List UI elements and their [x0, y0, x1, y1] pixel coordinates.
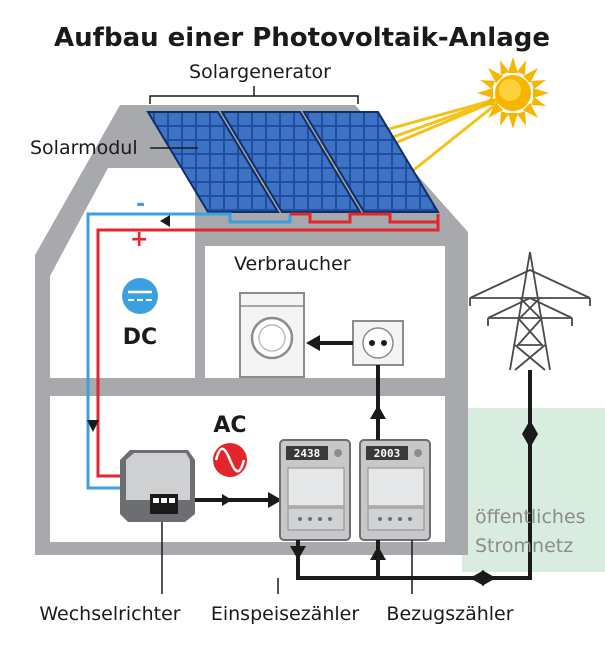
- bezugszaehler-label: Bezugszähler: [386, 603, 513, 625]
- dc-plus-sign: +: [130, 227, 148, 252]
- bezug-meter-reading: 2003: [374, 447, 401, 460]
- wechselrichter-label: Wechselrichter: [39, 603, 180, 625]
- ac-arrow: [268, 492, 282, 508]
- solargenerator-label: Solargenerator: [189, 61, 331, 83]
- page-title: Aufbau einer Photovoltaik-Anlage: [54, 23, 550, 53]
- dc-arrow-bottom: [87, 420, 99, 432]
- einspeise-down-arrow: [290, 546, 306, 560]
- module-wiring: [208, 212, 440, 224]
- inverter-icon: [120, 450, 195, 522]
- consumer-arrow: [306, 335, 320, 351]
- electricity-meter-icon: [279, 439, 351, 541]
- left-room: [50, 168, 195, 378]
- ac-arrow-mid: [222, 494, 232, 506]
- grid-arrow-down: [522, 434, 538, 448]
- dc-wires: [86, 212, 440, 490]
- ac-label: AC: [213, 413, 246, 438]
- einspeise-meter-reading: 2438: [294, 447, 321, 460]
- grid-label-line1: öffentliches: [475, 506, 586, 528]
- sun-icon: [477, 57, 549, 129]
- power-socket-icon: [352, 320, 404, 366]
- dc-minus-sign: -: [136, 192, 145, 217]
- grid-arrow-up: [522, 420, 538, 434]
- solar-module-2: [220, 111, 362, 213]
- grid-arrow-left: [470, 570, 484, 586]
- supply-arrow: [370, 405, 386, 419]
- einspeisezaehler-label: Einspeisezähler: [211, 603, 359, 625]
- washing-machine-icon: [239, 292, 305, 378]
- bezug-up-arrow: [370, 546, 386, 560]
- grid-label-line2: Stromnetz: [475, 535, 573, 557]
- dc-positive-wire: [96, 222, 440, 478]
- dc-arrow-top: [160, 215, 170, 227]
- solar-generator: [146, 111, 440, 213]
- electricity-meter-icon: [359, 439, 431, 541]
- solar-module-3: [302, 111, 440, 213]
- solargenerator-bracket: [149, 86, 359, 104]
- solar-module-1: [146, 111, 280, 213]
- power-pylon-icon: [469, 251, 591, 371]
- solarmodul-label: Solarmodul: [30, 137, 138, 159]
- dc-symbol-icon: [122, 278, 158, 314]
- verbraucher-label: Verbraucher: [234, 253, 351, 275]
- dc-label: DC: [123, 325, 157, 350]
- ac-wave-icon: [213, 443, 247, 477]
- dc-negative-wire: [86, 212, 208, 490]
- grid-arrow-right: [482, 570, 496, 586]
